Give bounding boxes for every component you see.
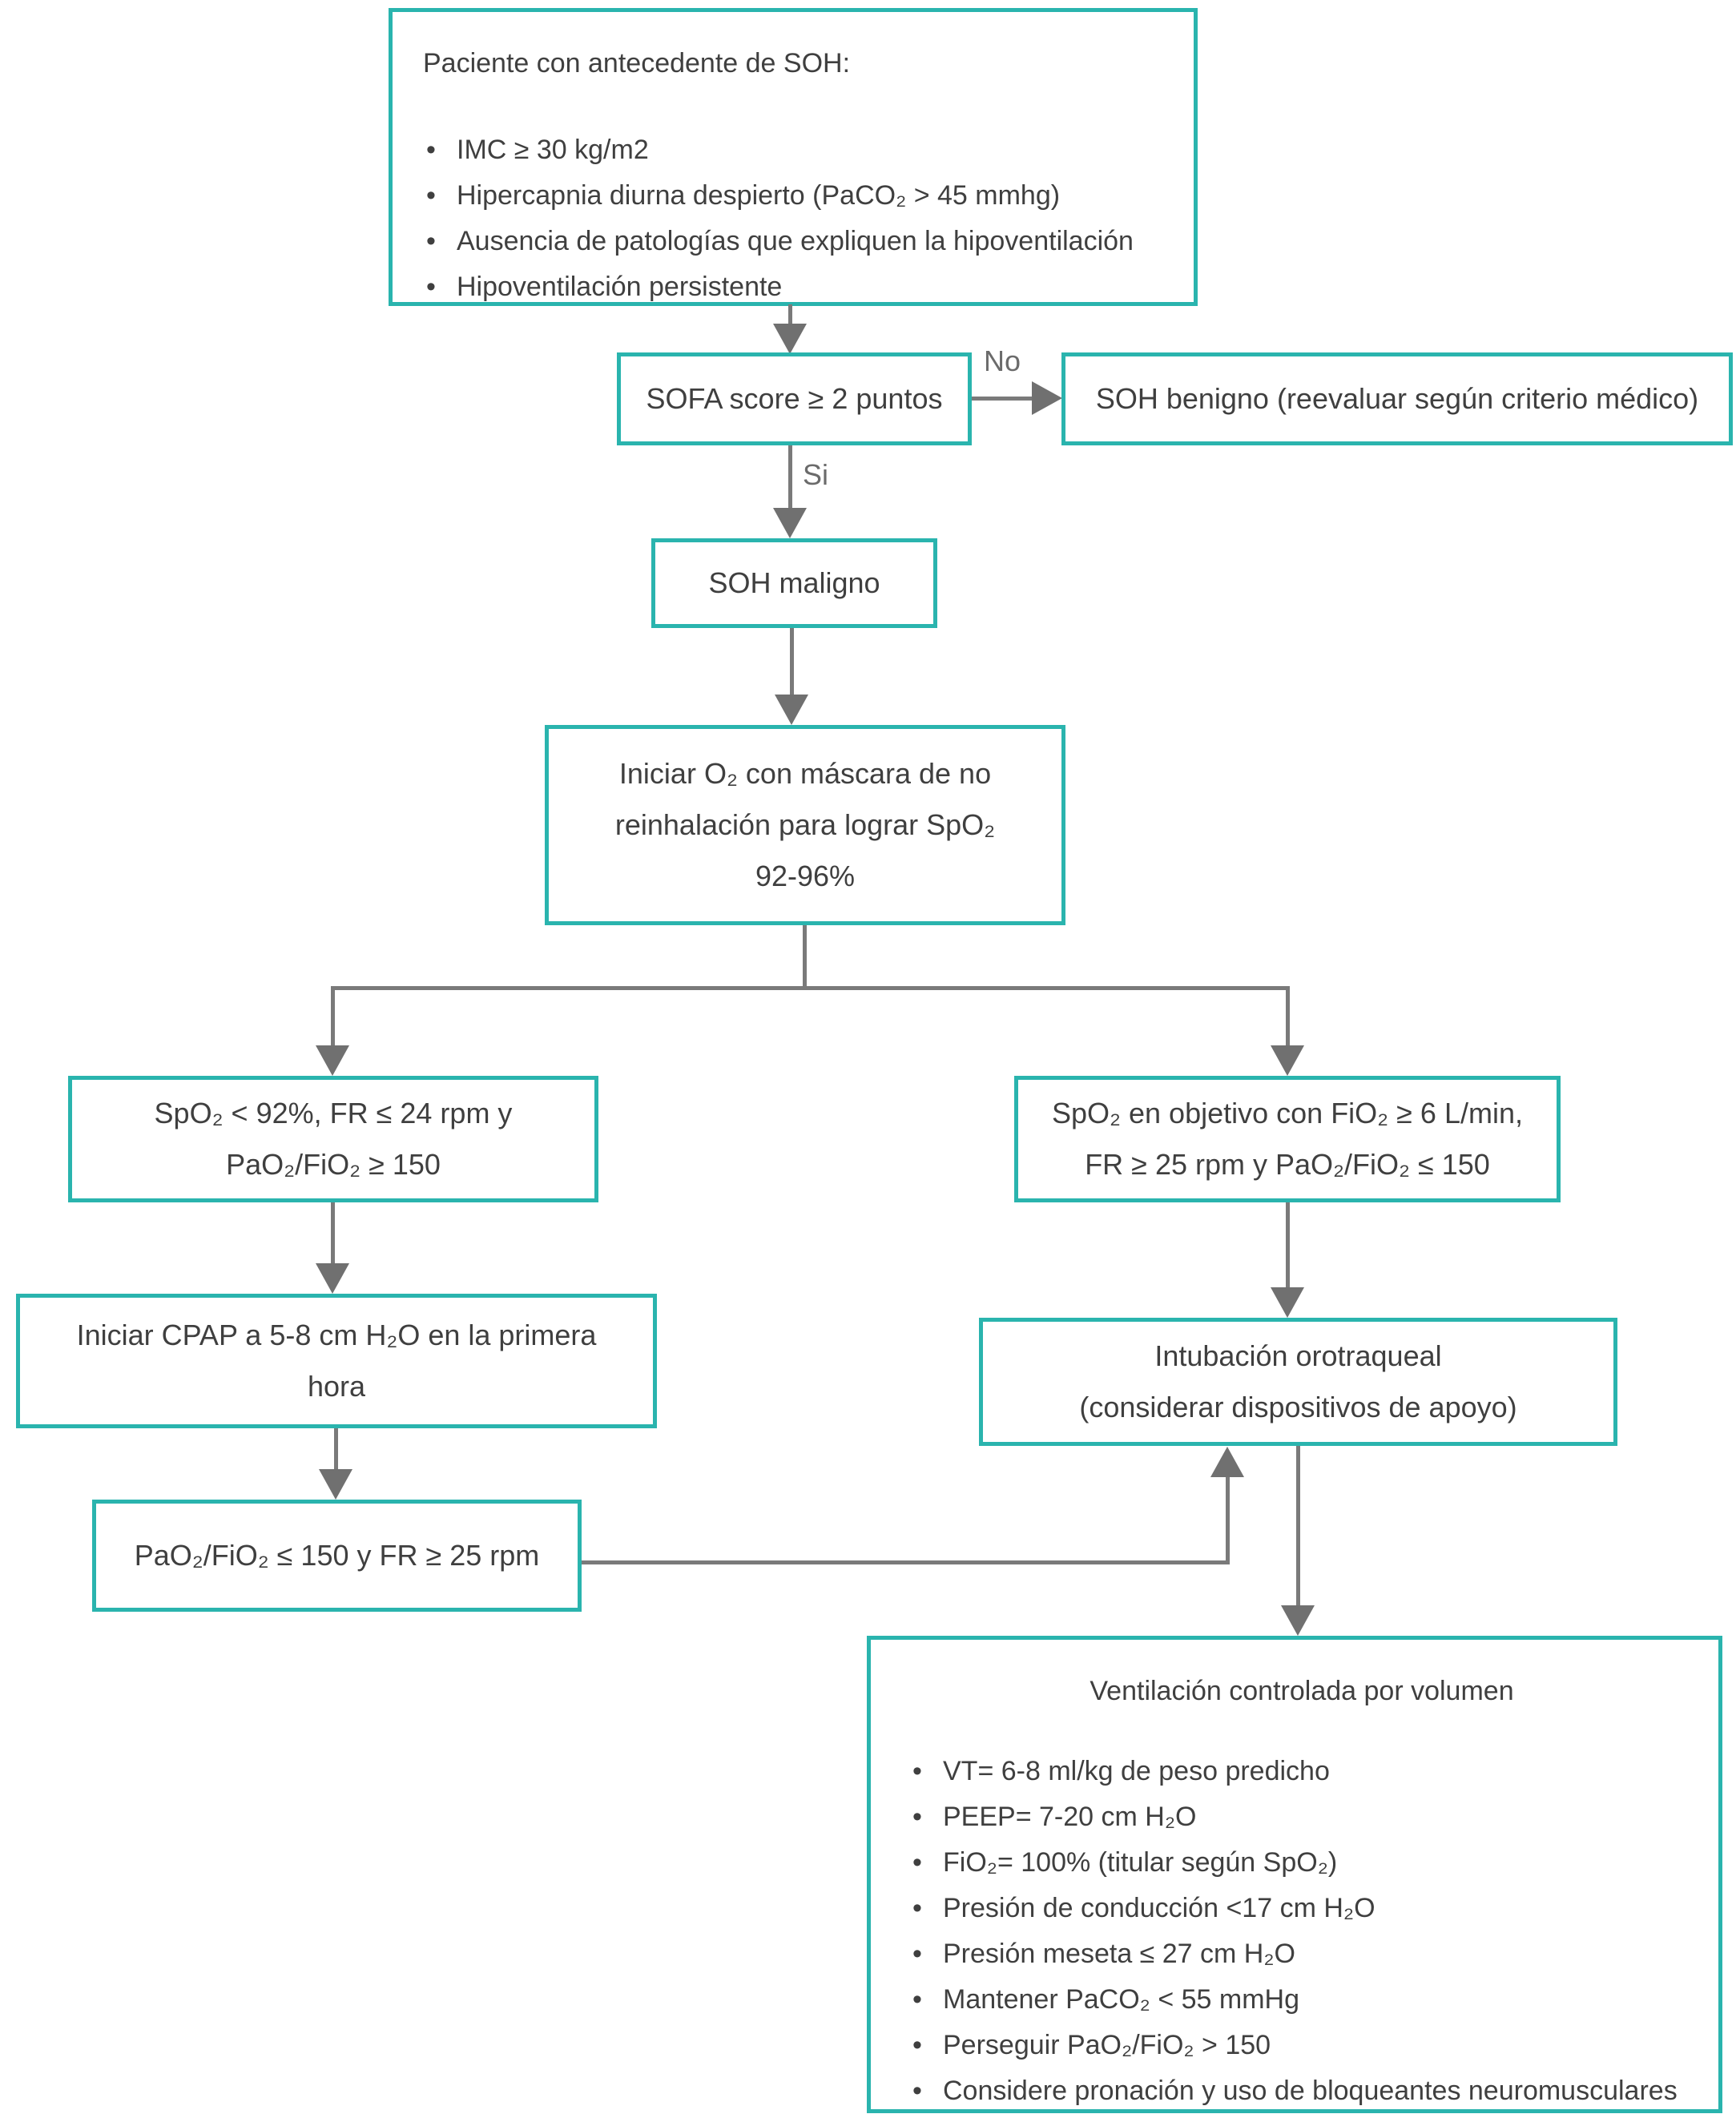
- iniciar-cpap-line1: Iniciar CPAP a 5-8 cm H₂O en la primera: [76, 1319, 597, 1351]
- ventilacion-bullet-fio2: FiO₂= 100% (titular según SpO₂): [909, 1840, 1694, 1886]
- condicion-cpap-line2: PaO₂/FiO₂ ≥ 150: [226, 1148, 441, 1181]
- connector-fallo-intubacion-vline: [1226, 1476, 1230, 1564]
- node-condicion-intubacion: SpO₂ en objetivo con FiO₂ ≥ 6 L/min, FR …: [1014, 1076, 1561, 1202]
- node-iniciar-cpap: Iniciar CPAP a 5-8 cm H₂O en la primera …: [16, 1294, 657, 1428]
- node-fallo-cpap: PaO₂/FiO₂ ≤ 150 y FR ≥ 25 rpm: [92, 1500, 582, 1612]
- intubacion-line1: Intubación orotraqueal: [1154, 1339, 1442, 1372]
- ventilacion-bullet-conduccion: Presión de conducción <17 cm H₂O: [909, 1886, 1694, 1931]
- connector-condicion-cpap-line: [331, 1202, 335, 1266]
- node-soh-maligno: SOH maligno: [651, 538, 937, 628]
- condicion-cpap-line1: SpO₂ < 92%, FR ≤ 24 rpm y: [154, 1097, 513, 1129]
- soh-maligno-text: SOH maligno: [708, 566, 880, 599]
- criteria-bullet-hipercapnia: Hipercapnia diurna despierto (PaCO₂ > 45…: [423, 173, 1170, 219]
- connector-maligno-oxigeno-arrowhead: [775, 695, 808, 725]
- connector-split-right-arrowhead: [1271, 1045, 1304, 1076]
- connector-split-right-line: [1286, 986, 1290, 1049]
- fallo-cpap-text: PaO₂/FiO₂ ≤ 150 y FR ≥ 25 rpm: [134, 1539, 540, 1572]
- connector-fallo-intubacion-hline: [582, 1560, 1230, 1564]
- iniciar-oxigeno-line3: 92-96%: [755, 860, 856, 892]
- iniciar-oxigeno-line1: Iniciar O₂ con máscara de no: [618, 757, 992, 790]
- intubacion-line2: (considerar dispositivos de apoyo): [1079, 1391, 1517, 1423]
- connector-sofa-maligno-line: [788, 445, 792, 511]
- ventilacion-title: Ventilación controlada por volumen: [1090, 1676, 1514, 1706]
- condicion-intubacion-line1: SpO₂ en objetivo con FiO₂ ≥ 6 L/min,: [1052, 1097, 1523, 1129]
- node-soh-benigno: SOH benigno (reevaluar según criterio mé…: [1061, 352, 1733, 445]
- ventilacion-bullet-vt: VT= 6-8 ml/kg de peso predicho: [909, 1749, 1694, 1794]
- connector-sofa-benigno-arrowhead: [1032, 381, 1062, 415]
- criteria-bullet-persistente: Hipoventilación persistente: [423, 264, 1170, 310]
- connector-condicion-cpap-arrowhead: [316, 1263, 349, 1294]
- ventilacion-bullet-list: VT= 6-8 ml/kg de peso predicho PEEP= 7-2…: [909, 1749, 1694, 2114]
- iniciar-cpap-line2: hora: [307, 1370, 366, 1403]
- ventilacion-bullet-peep: PEEP= 7-20 cm H₂O: [909, 1794, 1694, 1840]
- criteria-bullet-imc: IMC ≥ 30 kg/m2: [423, 127, 1170, 173]
- connector-criteria-sofa-arrowhead: [773, 324, 807, 354]
- connector-split-left-arrowhead: [316, 1045, 349, 1076]
- connector-split-stem-line: [803, 925, 807, 990]
- node-condicion-cpap: SpO₂ < 92%, FR ≤ 24 rpm y PaO₂/FiO₂ ≥ 15…: [68, 1076, 598, 1202]
- ventilacion-bullet-paco2: Mantener PaCO₂ < 55 mmHg: [909, 1977, 1694, 2023]
- node-sofa-score: SOFA score ≥ 2 puntos: [617, 352, 972, 445]
- node-ventilacion-volumen: Ventilación controlada por volumen VT= 6…: [867, 1636, 1722, 2114]
- connector-maligno-oxigeno-line: [790, 628, 794, 697]
- edge-label-no: No: [984, 344, 1021, 377]
- criteria-bullet-ausencia: Ausencia de patologías que expliquen la …: [423, 219, 1170, 264]
- sofa-score-text: SOFA score ≥ 2 puntos: [646, 382, 943, 415]
- node-intubacion: Intubación orotraqueal (considerar dispo…: [979, 1318, 1617, 1446]
- connector-condicion-intubacion-arrowhead: [1271, 1287, 1304, 1318]
- ventilacion-bullet-meseta: Presión meseta ≤ 27 cm H₂O: [909, 1931, 1694, 1977]
- ventilacion-bullet-pronacion: Considere pronación y uso de bloqueantes…: [909, 2068, 1694, 2114]
- connector-sofa-benigno-line: [972, 397, 1034, 401]
- criteria-title: Paciente con antecedente de SOH:: [423, 48, 851, 79]
- iniciar-oxigeno-line2: reinhalación para lograr SpO₂: [614, 808, 996, 841]
- node-iniciar-oxigeno: Iniciar O₂ con máscara de no reinhalació…: [545, 725, 1065, 925]
- soh-benigno-text: SOH benigno (reevaluar según criterio mé…: [1095, 382, 1699, 415]
- edge-label-si: Si: [803, 458, 829, 491]
- connector-criteria-sofa-line: [788, 304, 792, 328]
- connector-intubacion-ventilacion-arrowhead: [1281, 1605, 1315, 1636]
- connector-split-cross-line: [331, 986, 1290, 990]
- connector-sofa-maligno-arrowhead: [773, 508, 807, 538]
- connector-condicion-intubacion-line: [1286, 1202, 1290, 1291]
- connector-cpap-fallo-arrowhead: [319, 1469, 352, 1500]
- connector-intubacion-ventilacion-line: [1296, 1446, 1300, 1608]
- node-criteria-soh: Paciente con antecedente de SOH: IMC ≥ 3…: [389, 8, 1198, 310]
- connector-fallo-intubacion-arrowhead: [1210, 1447, 1244, 1477]
- ventilacion-bullet-pafi: Perseguir PaO₂/FiO₂ > 150: [909, 2023, 1694, 2068]
- connector-split-left-line: [331, 986, 335, 1049]
- connector-cpap-fallo-line: [334, 1428, 338, 1472]
- criteria-bullet-list: IMC ≥ 30 kg/m2 Hipercapnia diurna despie…: [423, 127, 1170, 310]
- condicion-intubacion-line2: FR ≥ 25 rpm y PaO₂/FiO₂ ≤ 150: [1085, 1148, 1490, 1181]
